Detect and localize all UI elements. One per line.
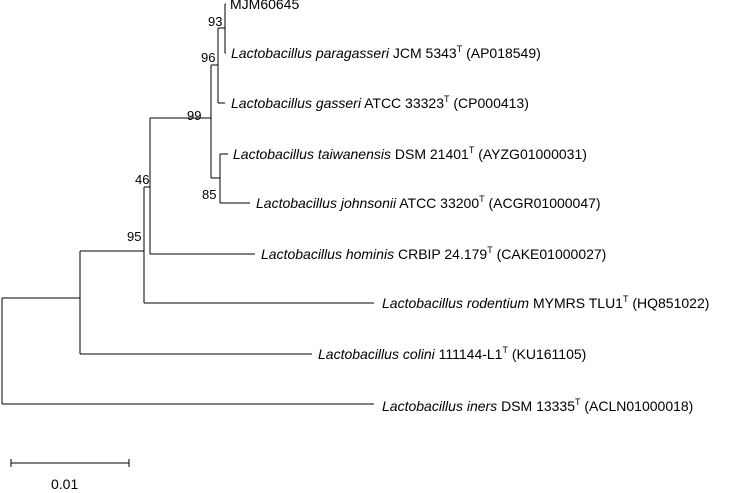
accession: (AYZG01000031) [478,146,587,162]
species-name: Lactobacillus taiwanensis [233,146,391,162]
strain-id: MYMRS TLU1 [533,295,623,311]
type-strain-mark: T [487,245,493,255]
leaf-rodentium: Lactobacillus rodentium MYMRS TLU1T (HQ8… [382,294,709,311]
type-strain-mark: T [623,294,629,304]
strain-id: ATCC 33200 [399,195,479,211]
leaf-mjm60645: MJM60645 [230,0,299,12]
strain-id: CRBIP 24.179 [398,246,487,262]
accession: (CAKE01000027) [497,246,607,262]
species-name: Lactobacillus paragasseri [231,45,390,61]
species-name: Lactobacillus iners [382,398,497,414]
species-name: Lactobacillus hominis [261,246,394,262]
type-strain-mark: T [479,194,485,204]
type-strain-mark: T [469,145,475,155]
leaf-labels: MJM60645 Lactobacillus paragasseri JCM 5… [230,0,709,414]
leaf-iners: Lactobacillus iners DSM 13335T (ACLN0100… [382,397,693,414]
bootstrap-99: 99 [187,108,201,123]
leaf-colini: Lactobacillus colini 111144-L1T (KU16110… [318,345,586,362]
type-strain-mark: T [575,397,581,407]
strain-id: ATCC 33323 [364,95,444,111]
strain-id: DSM 13335 [501,398,575,414]
accession: (AP018549) [466,45,541,61]
leaf-gasseri: Lactobacillus gasseri ATCC 33323T (CP000… [231,94,529,111]
bootstrap-96: 96 [201,50,215,65]
type-strain-mark: T [444,94,450,104]
accession: (KU161105) [512,346,586,362]
bootstrap-95: 95 [127,229,141,244]
leaf-name: MJM60645 [230,0,299,12]
type-strain-mark: T [457,44,463,54]
accession: (ACLN01000018) [584,398,693,414]
leaf-johnsonii: Lactobacillus johnsonii ATCC 33200T (ACG… [256,194,601,211]
accession: (HQ851022) [632,295,709,311]
scale-bar-label: 0.01 [51,476,78,492]
bootstrap-46: 46 [135,172,149,187]
leaf-paragasseri: Lactobacillus paragasseri JCM 5343T (AP0… [231,44,541,61]
strain-id: 111144-L1 [439,346,503,362]
strain-id: DSM 21401 [395,146,469,162]
tree-branches [1,3,374,405]
species-name: Lactobacillus gasseri [231,95,362,111]
bootstrap-85: 85 [202,187,216,202]
species-name: Lactobacillus johnsonii [256,195,397,211]
type-strain-mark: T [502,345,508,355]
species-name: Lactobacillus colini [318,346,436,362]
leaf-taiwanensis: Lactobacillus taiwanensis DSM 21401T (AY… [233,145,587,162]
accession: (CP000413) [453,95,529,111]
strain-id: JCM 5343 [393,45,457,61]
accession: (ACGR01000047) [489,195,601,211]
species-name: Lactobacillus rodentium [382,295,529,311]
scale-bar: 0.01 [10,459,130,492]
bootstrap-93: 93 [208,14,222,29]
bootstrap-values: 93 96 99 85 46 95 [127,14,222,244]
leaf-hominis: Lactobacillus hominis CRBIP 24.179T (CAK… [261,245,606,262]
